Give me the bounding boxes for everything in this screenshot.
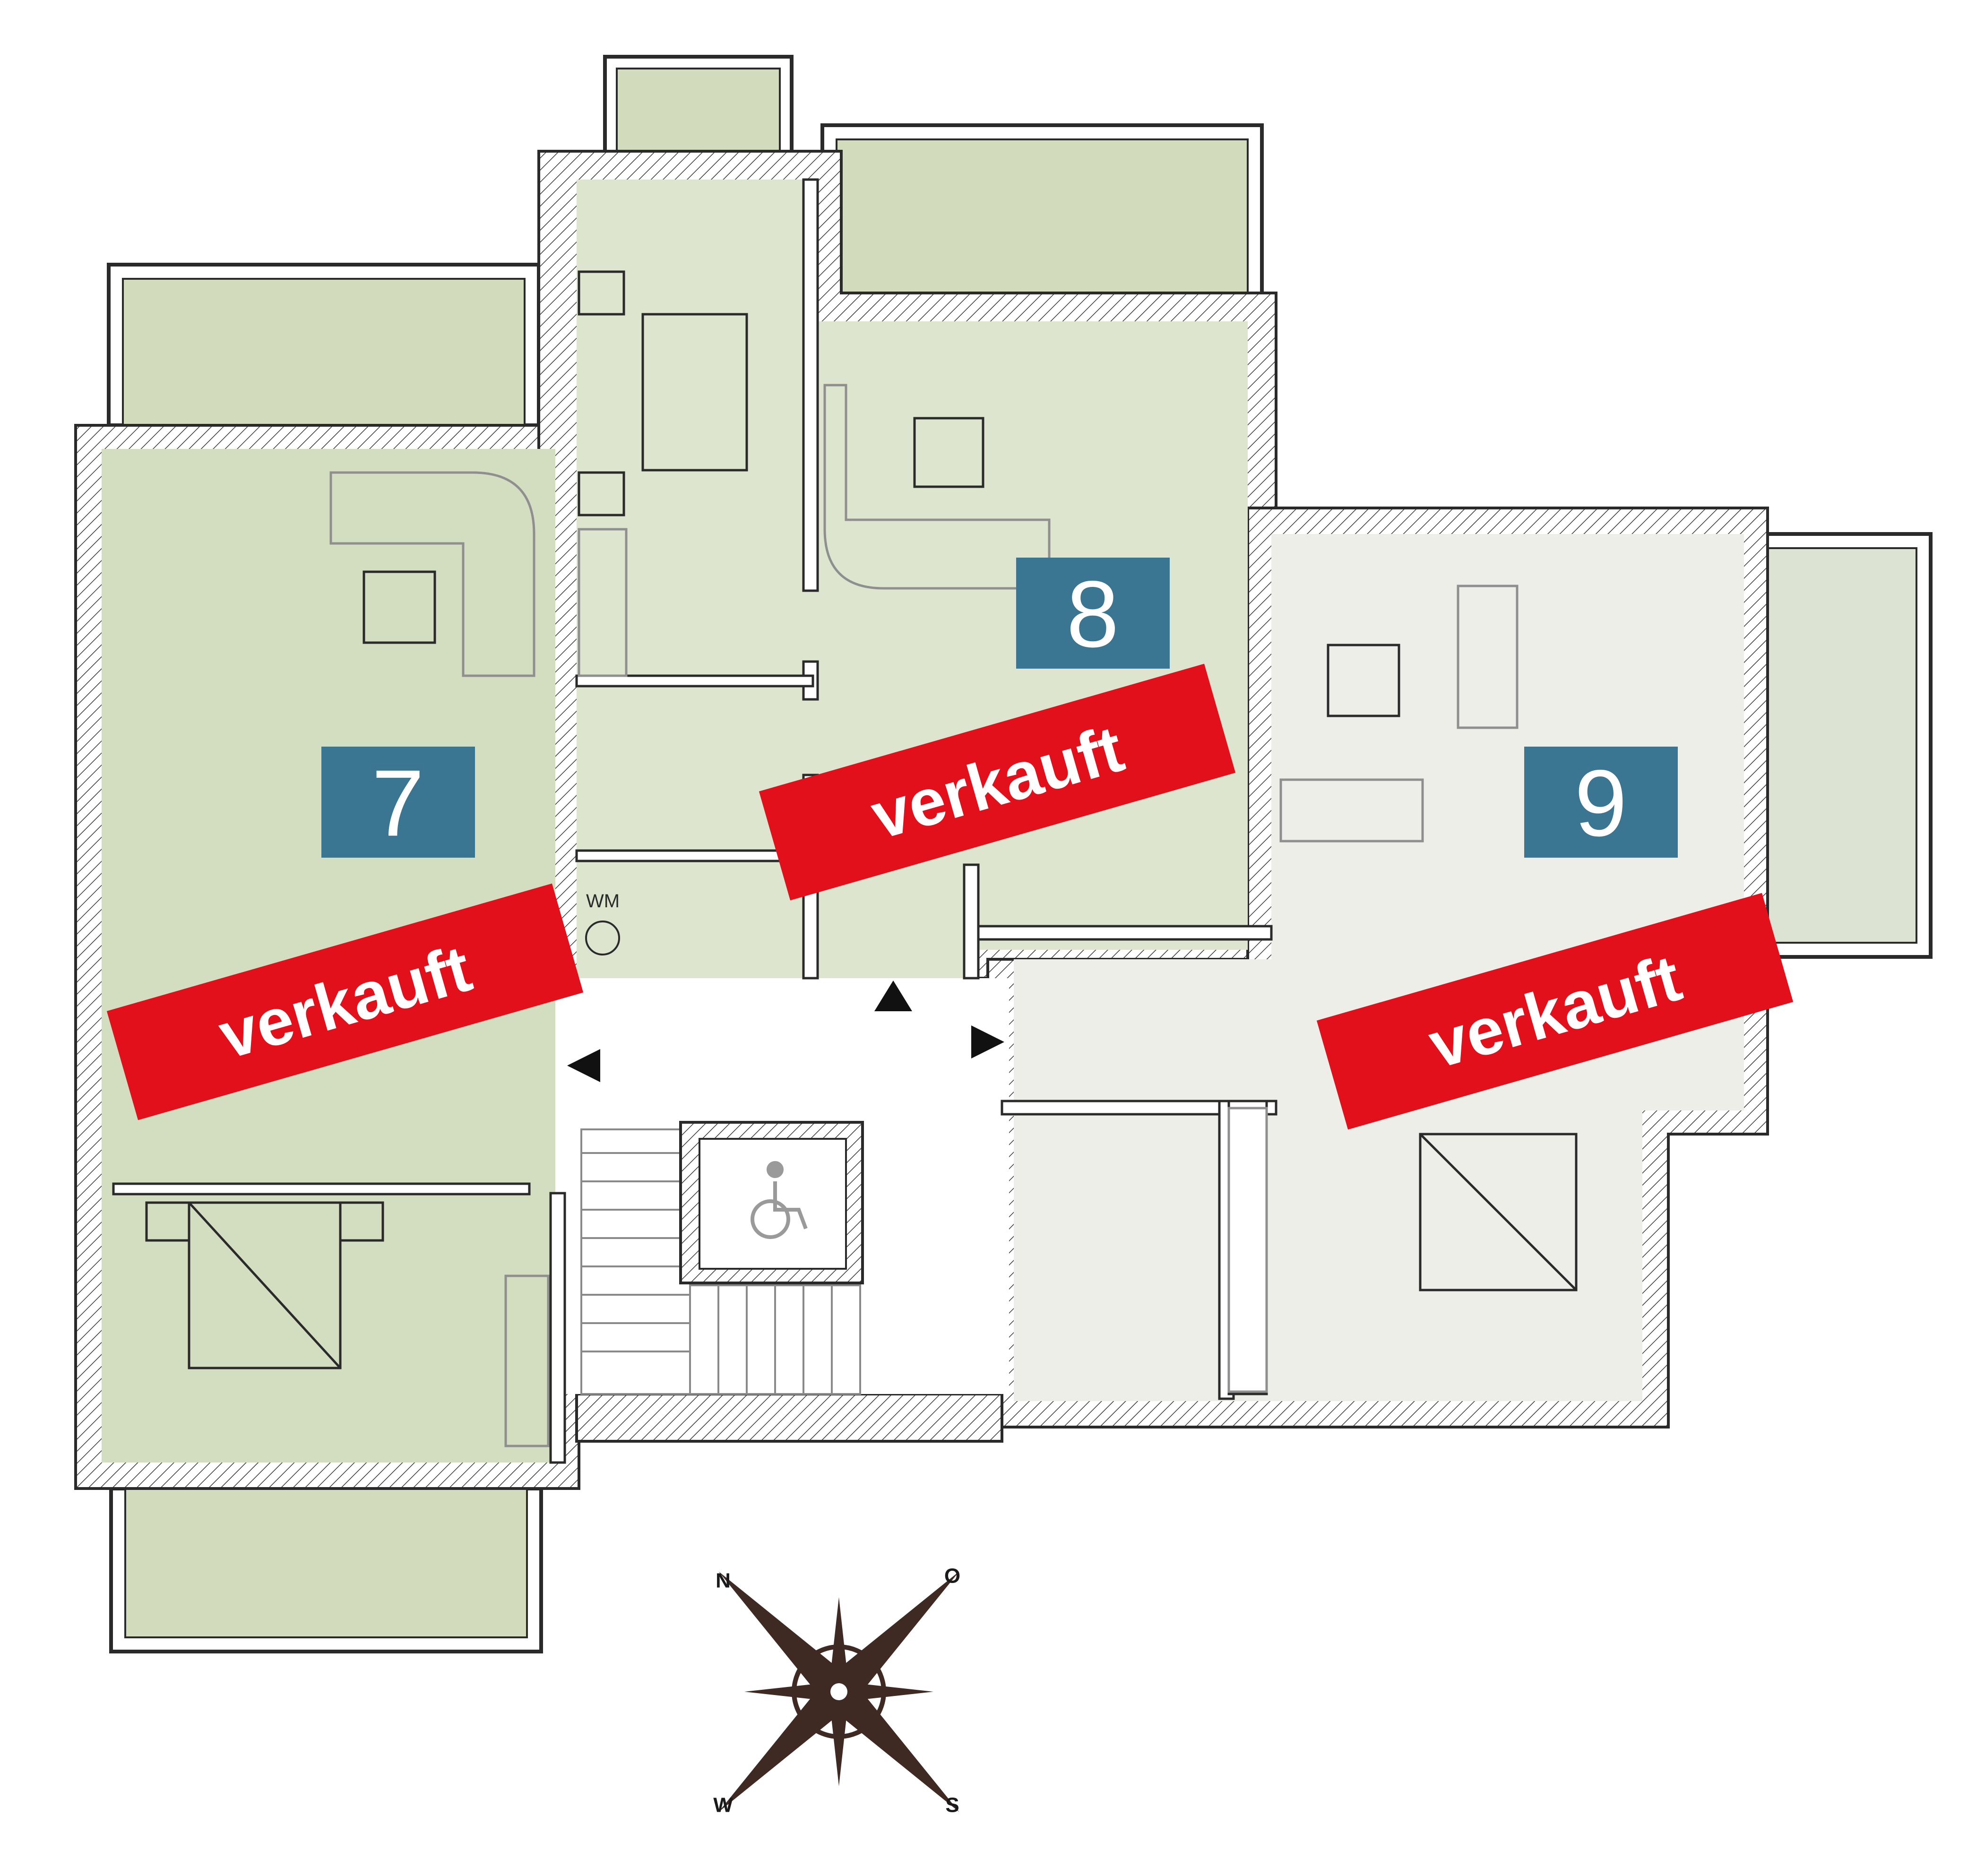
stairs: [580, 1128, 861, 1395]
balconies: [107, 55, 1933, 1653]
compass-north: N: [716, 1569, 731, 1592]
arrow-right-icon: [971, 1025, 1004, 1058]
compass-south: S: [945, 1794, 959, 1817]
compass-rose: [718, 1571, 959, 1812]
compass-west: W: [713, 1794, 733, 1817]
furniture: [145, 270, 1578, 1447]
arrow-left-icon: [567, 1049, 600, 1082]
arrow-up-icon: [874, 981, 912, 1011]
apartment-number-8: 8: [1066, 562, 1119, 667]
wheelchair-icon: [751, 1161, 808, 1239]
apartment-badge-9[interactable]: 9: [1524, 747, 1678, 858]
washing-machine-icon: [585, 921, 620, 955]
entrance-arrows: [567, 981, 1004, 1082]
apartment-badge-7[interactable]: 7: [321, 747, 475, 858]
elevator: [679, 1121, 864, 1284]
compass-east: O: [944, 1565, 960, 1588]
apartment-number-7: 7: [371, 751, 424, 856]
washing-machine-label: WM: [586, 891, 620, 912]
apartment-8-area: [577, 180, 1248, 978]
apartment-badge-8[interactable]: 8: [1016, 558, 1170, 669]
apartment-number-9: 9: [1574, 751, 1627, 856]
